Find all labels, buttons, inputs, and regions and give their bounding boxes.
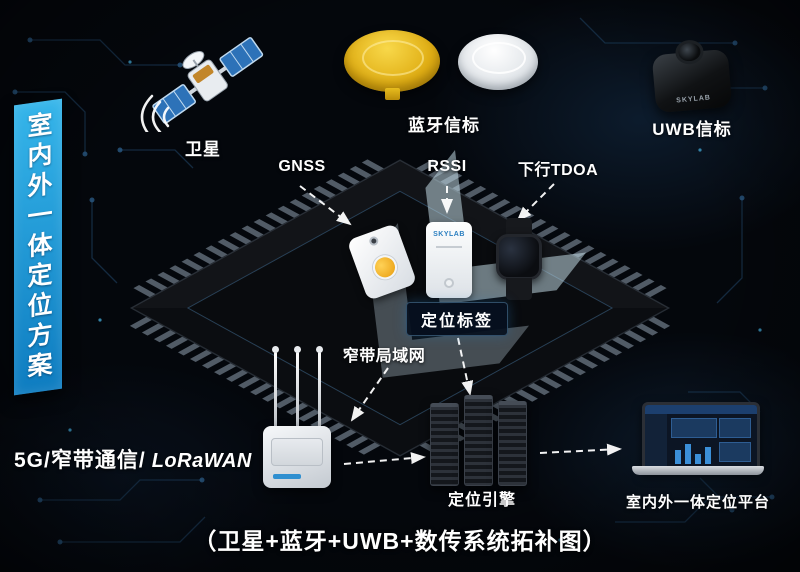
server-rack-icon [430, 395, 527, 486]
arrow-tag-to-engine [457, 337, 474, 396]
dashboard-bar [675, 450, 681, 464]
anchor-slot-icon [436, 246, 462, 248]
gateway-panel [271, 438, 323, 466]
narrowband-lan-label: 窄带局域网 [342, 348, 426, 365]
bluetooth-beacon-node: 蓝牙信标 [340, 24, 548, 136]
dashboard-widget [671, 418, 717, 438]
anchor-brand-text: SKYLAB [433, 231, 465, 238]
positioning-tag-node: SKYLAB 定位标签 [346, 214, 552, 336]
white-beacon-icon [458, 34, 538, 90]
dashboard-widget [719, 418, 751, 438]
satellite-label: 卫星 [185, 140, 221, 159]
positioning-engine-label: 定位引擎 [447, 492, 516, 509]
positioning-tag-label: 定位标签 [406, 302, 509, 336]
arrow-gateway-to-engine [343, 452, 426, 465]
dashboard-bar [705, 447, 711, 464]
gateway-antenna-icon [294, 346, 301, 430]
dashboard-bar [685, 444, 691, 464]
yellow-beacon-icon [344, 30, 440, 100]
lorawan-logo: LoRaWAN [151, 450, 252, 472]
gateway-node [256, 346, 338, 492]
gateway-led-bar [273, 474, 301, 479]
rssi-label: RSSI [427, 158, 467, 175]
uwb-beacon-node: SKYLAB UWB信标 [636, 38, 748, 140]
uwb-lens-icon [674, 38, 705, 66]
server-tower [464, 395, 493, 486]
arrow-gnss-to-tag [299, 185, 352, 226]
downlink-tdoa-label: 下行TDOA [517, 162, 599, 179]
server-tower [430, 403, 459, 486]
laptop-base [632, 466, 764, 475]
positioning-engine-node: 定位引擎 [430, 395, 534, 510]
platform-label: 室内外一体定位平台 [626, 494, 771, 511]
comm-prefix-text: 5G/窄带通信/ [14, 449, 146, 472]
anchor-device-icon: SKYLAB [426, 222, 472, 298]
watch-strap-bottom [506, 278, 532, 300]
dashboard-widget [719, 442, 751, 462]
comm-link-text: 5G/窄带通信/ LoRaWAN [14, 444, 252, 474]
gnss-label: GNSS [278, 158, 326, 175]
tag-card-icon [346, 223, 418, 301]
gateway-antenna-icon [316, 346, 323, 430]
satellite-icon [140, 37, 264, 140]
gateway-antenna-icon [272, 346, 279, 430]
dashboard-titlebar [645, 405, 757, 414]
banner-title: 室内外一体定位方案 [24, 110, 52, 384]
bluetooth-beacon-label: 蓝牙信标 [408, 116, 480, 135]
uwb-brand-text: SKYLAB [675, 94, 712, 105]
tag-hole-icon [368, 235, 380, 247]
laptop-icon [642, 402, 760, 472]
arrow-engine-to-platform [539, 443, 622, 456]
tag-button-icon [369, 251, 401, 283]
uwb-beacon-icon: SKYLAB [651, 38, 733, 114]
dashboard-bar [695, 454, 701, 464]
anchor-button-icon [444, 278, 454, 288]
dashboard-sidebar [645, 414, 667, 469]
smartwatch-icon [494, 218, 544, 304]
platform-node: 室内外一体定位平台 [626, 398, 770, 512]
uwb-beacon-label: UWB信标 [652, 120, 732, 139]
watch-face [496, 234, 542, 280]
side-banner: 室内外一体定位方案 [14, 98, 62, 396]
server-tower [498, 401, 527, 486]
arrow-lan-to-gateway [350, 367, 389, 422]
satellite-node: 卫星 [128, 26, 278, 160]
diagram-caption: （卫星+蓝牙+UWB+数传系统拓补图） [193, 528, 607, 554]
gateway-device-icon [263, 426, 331, 488]
